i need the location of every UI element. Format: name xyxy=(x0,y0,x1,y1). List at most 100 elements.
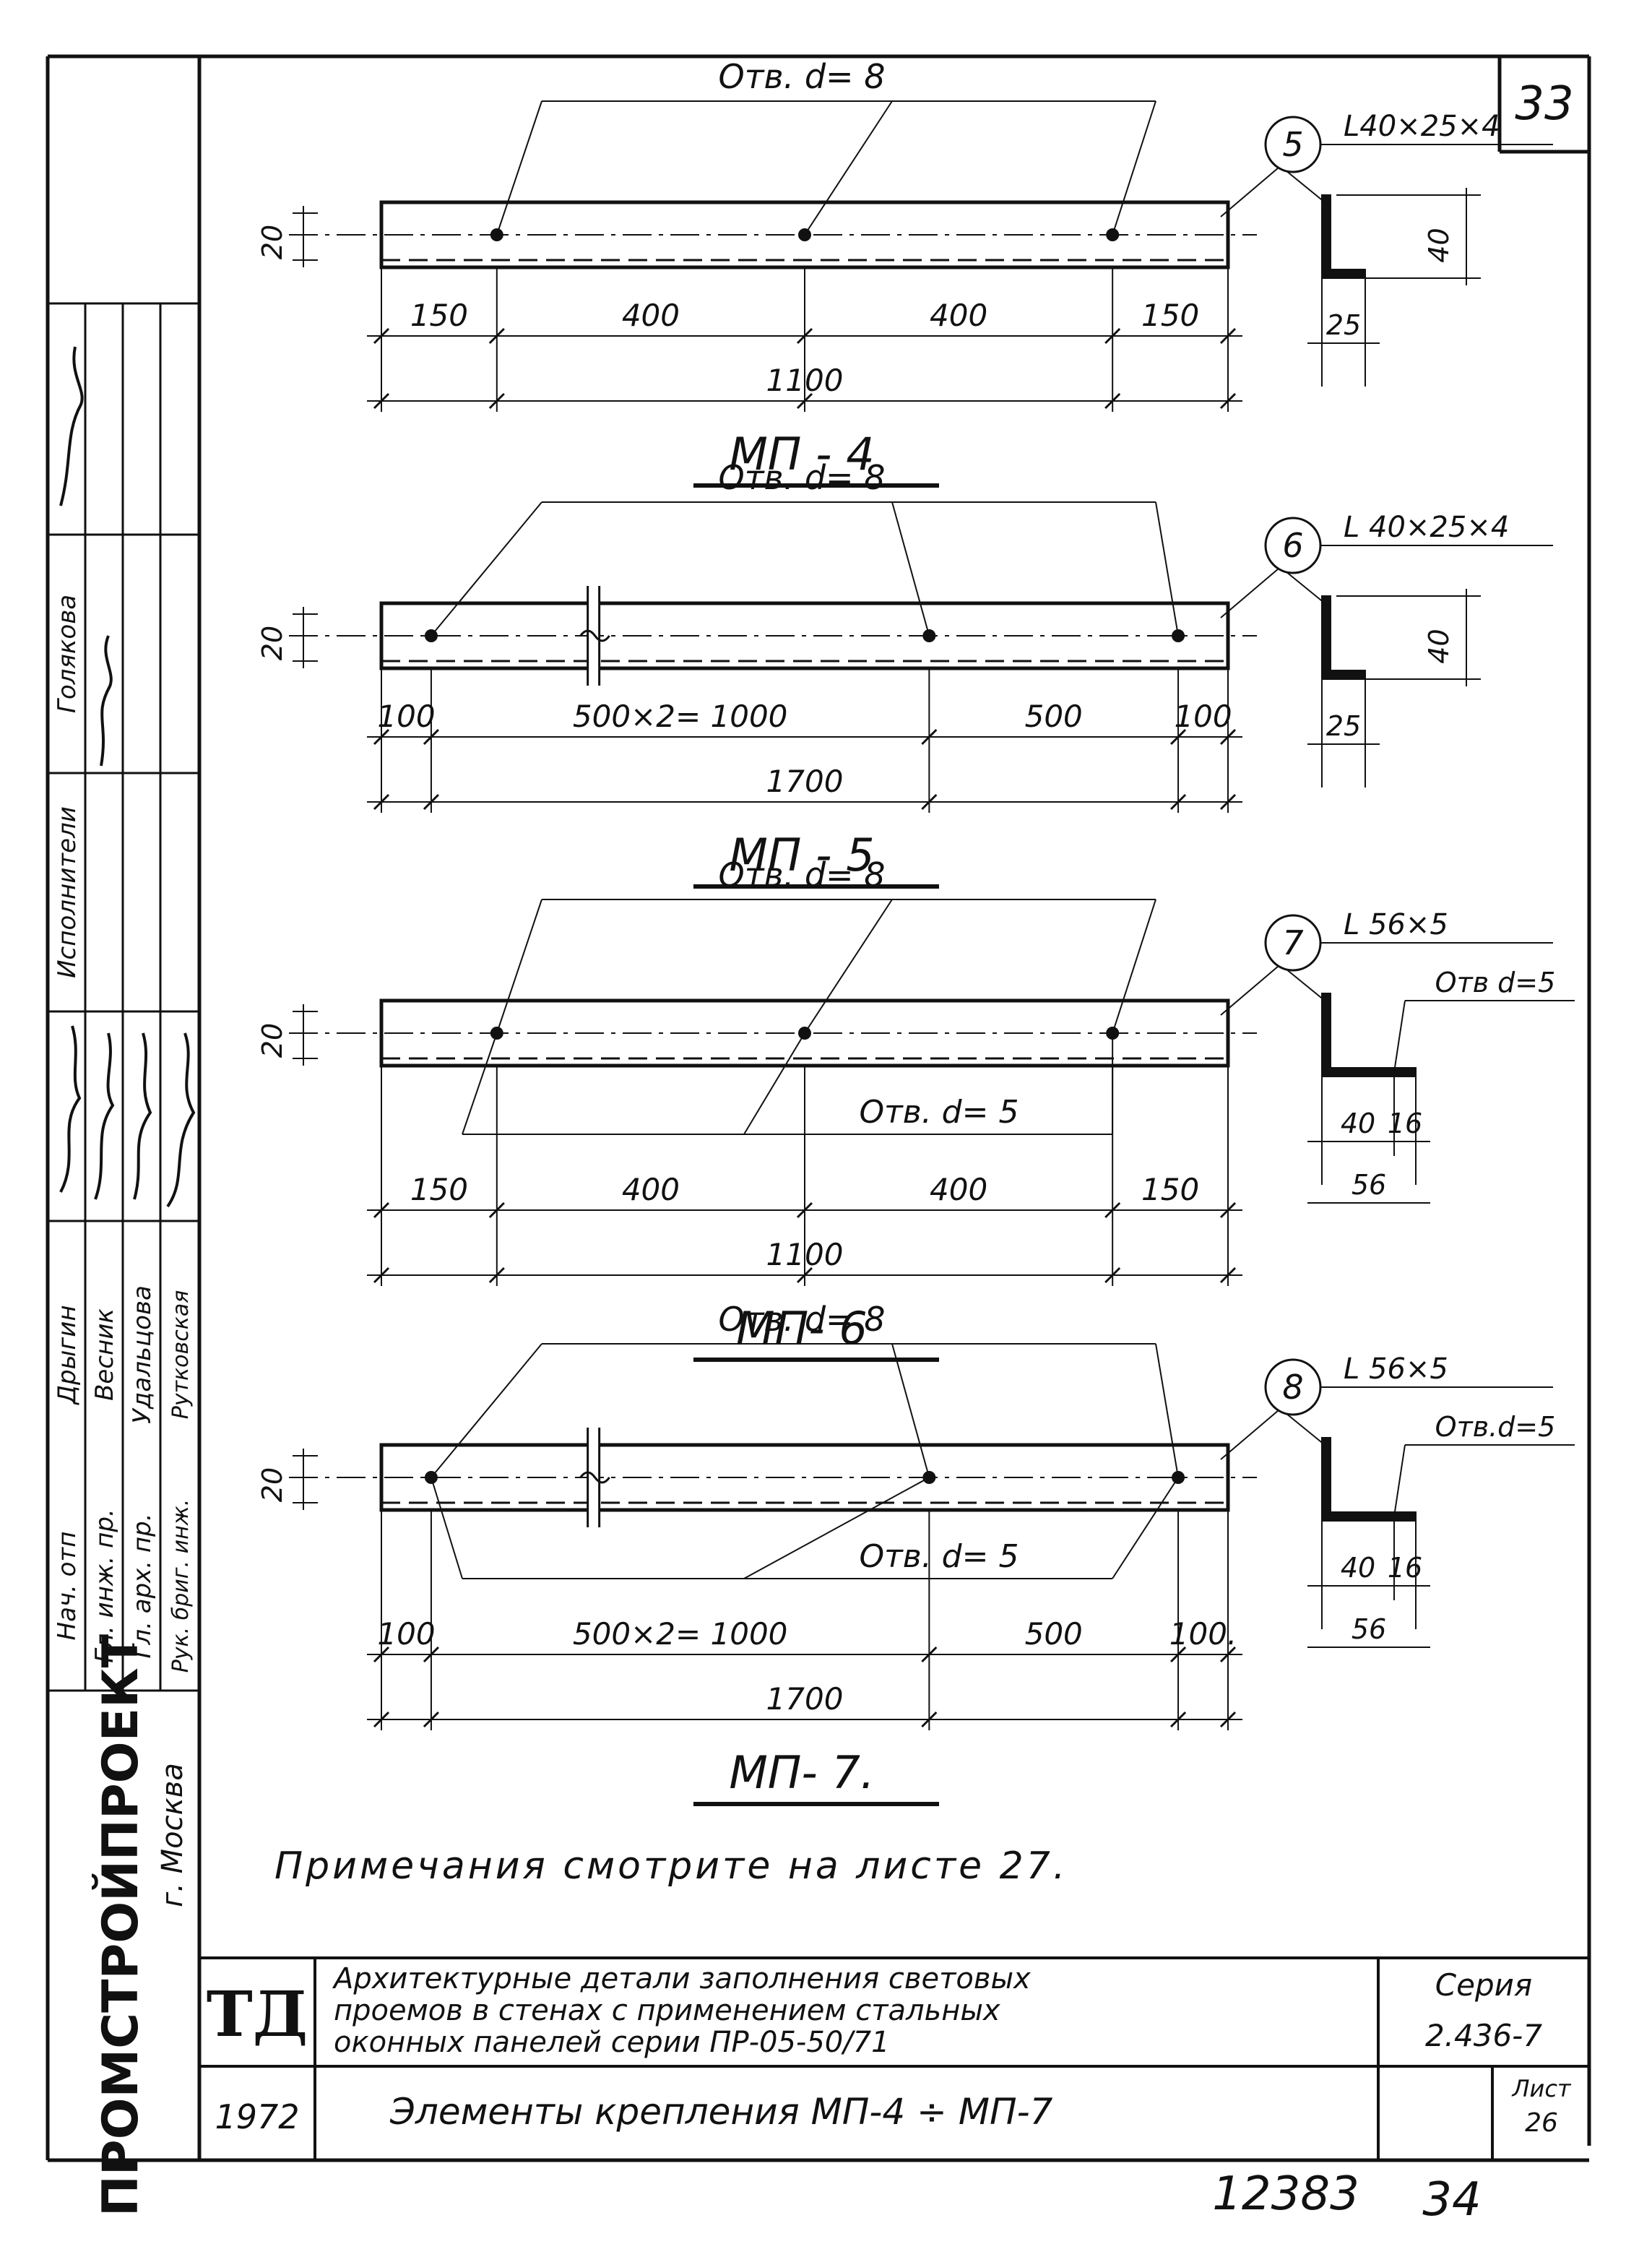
leader-line xyxy=(431,1343,542,1478)
part-title: МП- 6 xyxy=(736,1302,868,1355)
leader-line xyxy=(804,899,893,1034)
callout-leader xyxy=(1220,1410,1279,1460)
organization-city: г. Москва xyxy=(156,1763,189,1907)
height-dimension: 20 xyxy=(256,225,288,259)
dim-tick xyxy=(1219,1201,1237,1219)
dim-tick xyxy=(373,793,390,811)
hole-label-d5: Отв. d= 5 xyxy=(860,1094,1019,1131)
dim-tick xyxy=(796,392,813,410)
bar-outline xyxy=(379,1443,1230,1512)
dim-tick xyxy=(423,1646,440,1663)
segment-dimension: 100 xyxy=(377,1616,435,1652)
dim-tick xyxy=(423,1711,440,1728)
angle-section xyxy=(1321,595,1366,680)
leader-line xyxy=(1393,1444,1406,1517)
dim-tick xyxy=(1219,793,1237,811)
callout-number: 8 xyxy=(1282,1368,1303,1407)
segment-dimension: 400 xyxy=(930,1172,987,1207)
section-leg-dimension: 40 xyxy=(1423,629,1455,663)
callout-leader xyxy=(1220,568,1279,618)
dim-tick xyxy=(488,392,505,410)
callout-number: 7 xyxy=(1282,923,1303,962)
dim-tick xyxy=(1219,1646,1237,1663)
hole-label-d5: Отв. d= 5 xyxy=(860,1538,1019,1575)
dim-tick xyxy=(373,1201,390,1219)
leader-line xyxy=(1112,899,1156,1034)
dim-tick xyxy=(1219,728,1237,746)
dim-tick xyxy=(921,1711,938,1728)
dim-tick xyxy=(1104,327,1121,345)
hole-label-d8: Отв. d= 8 xyxy=(719,855,886,894)
dim-tick xyxy=(1169,1711,1187,1728)
section-b-dimension: 16 xyxy=(1388,1108,1422,1139)
segment-dimension: 150 xyxy=(1141,1172,1199,1207)
year: 1972 xyxy=(215,2097,299,2136)
segment-dimension: 400 xyxy=(930,298,987,333)
break-gap xyxy=(587,1430,600,1524)
section-a-dimension: 40 xyxy=(1341,1552,1375,1584)
page-number: 34 xyxy=(1422,2173,1481,2227)
executor-label: Исполнители xyxy=(53,806,82,978)
leader-line xyxy=(891,501,930,636)
dim-tick xyxy=(423,728,440,746)
section-leg-dimension: 40 xyxy=(1423,228,1455,262)
break-mark xyxy=(579,586,610,686)
segment-dimension: 500×2= 1000 xyxy=(573,1616,788,1652)
leader-line xyxy=(804,100,893,236)
segment-dimension: 500 xyxy=(1025,1616,1083,1652)
name-chief-engineer: Весник xyxy=(90,1308,119,1401)
sheet-corner-number: 33 xyxy=(1515,77,1573,131)
callout-number: 6 xyxy=(1282,526,1303,565)
break-gap xyxy=(587,589,600,683)
section-a-dimension: 40 xyxy=(1341,1108,1375,1139)
callout-leader xyxy=(1220,965,1279,1016)
total-dimension: 1700 xyxy=(766,1681,844,1717)
name-brigade-lead: Рутковская xyxy=(168,1290,194,1420)
dim-tick xyxy=(488,327,505,345)
inventory-number: 12383 xyxy=(1212,2167,1359,2221)
segment-dimension: 500 xyxy=(1025,699,1083,734)
leader-line xyxy=(1112,1477,1179,1579)
organization-name: ПРОМСТРОЙПРОЕКТ xyxy=(92,1634,150,2217)
profile-label: L 40×25×4 xyxy=(1344,511,1509,544)
leader-line xyxy=(496,899,542,1034)
angle-section xyxy=(1321,194,1366,279)
executor-column: Исполнители Голякова xyxy=(53,595,82,978)
hole-label-d8: Отв. d= 8 xyxy=(719,458,886,497)
dim-tick xyxy=(1104,392,1121,410)
name-chief-architect: Удальцова xyxy=(128,1285,157,1424)
executor-name: Голякова xyxy=(53,595,82,713)
dim-tick xyxy=(1219,392,1237,410)
segment-dimension: 150 xyxy=(1141,298,1199,333)
series-value: 2.436-7 xyxy=(1425,2018,1542,2053)
leader-line xyxy=(1155,501,1180,636)
callout-leader xyxy=(1220,167,1279,217)
dim-tick xyxy=(373,1711,390,1728)
dim-tick xyxy=(796,1201,813,1219)
hole-label-d8: Отв. d= 8 xyxy=(719,1300,886,1339)
sheet-value: 26 xyxy=(1525,2108,1558,2138)
signature-block xyxy=(48,302,199,1692)
name-head-dept: Дрыгин xyxy=(53,1305,82,1405)
dim-tick xyxy=(488,1201,505,1219)
section-b-dimension: 16 xyxy=(1388,1552,1422,1584)
section-width-dimension: 56 xyxy=(1352,1169,1386,1201)
dim-tick xyxy=(1169,1646,1187,1663)
profile-label: L 56×5 xyxy=(1344,908,1448,941)
angle-section xyxy=(1321,1437,1417,1522)
dim-tick xyxy=(796,1266,813,1284)
drawing-title: Элементы крепления МП-4 ÷ МП-7 xyxy=(389,2091,1053,2133)
role-brigade-lead: Рук. бриг. инж. xyxy=(168,1499,194,1673)
leader-line xyxy=(462,1032,498,1135)
dim-tick xyxy=(1219,1711,1237,1728)
roles-column: Нач. отп Гл. инж. пр. Гл. арх. пр. Рук. … xyxy=(53,1499,194,1673)
leader-line xyxy=(743,1477,930,1579)
segment-dimension: 100 xyxy=(377,699,435,734)
callout-leader xyxy=(1285,1412,1326,1446)
dim-tick xyxy=(1169,728,1187,746)
total-dimension: 1700 xyxy=(766,764,844,799)
title-description-line-2: проемов в стенах с применением стальных xyxy=(334,1994,1000,2027)
part-title: МП - 5 xyxy=(729,829,874,881)
